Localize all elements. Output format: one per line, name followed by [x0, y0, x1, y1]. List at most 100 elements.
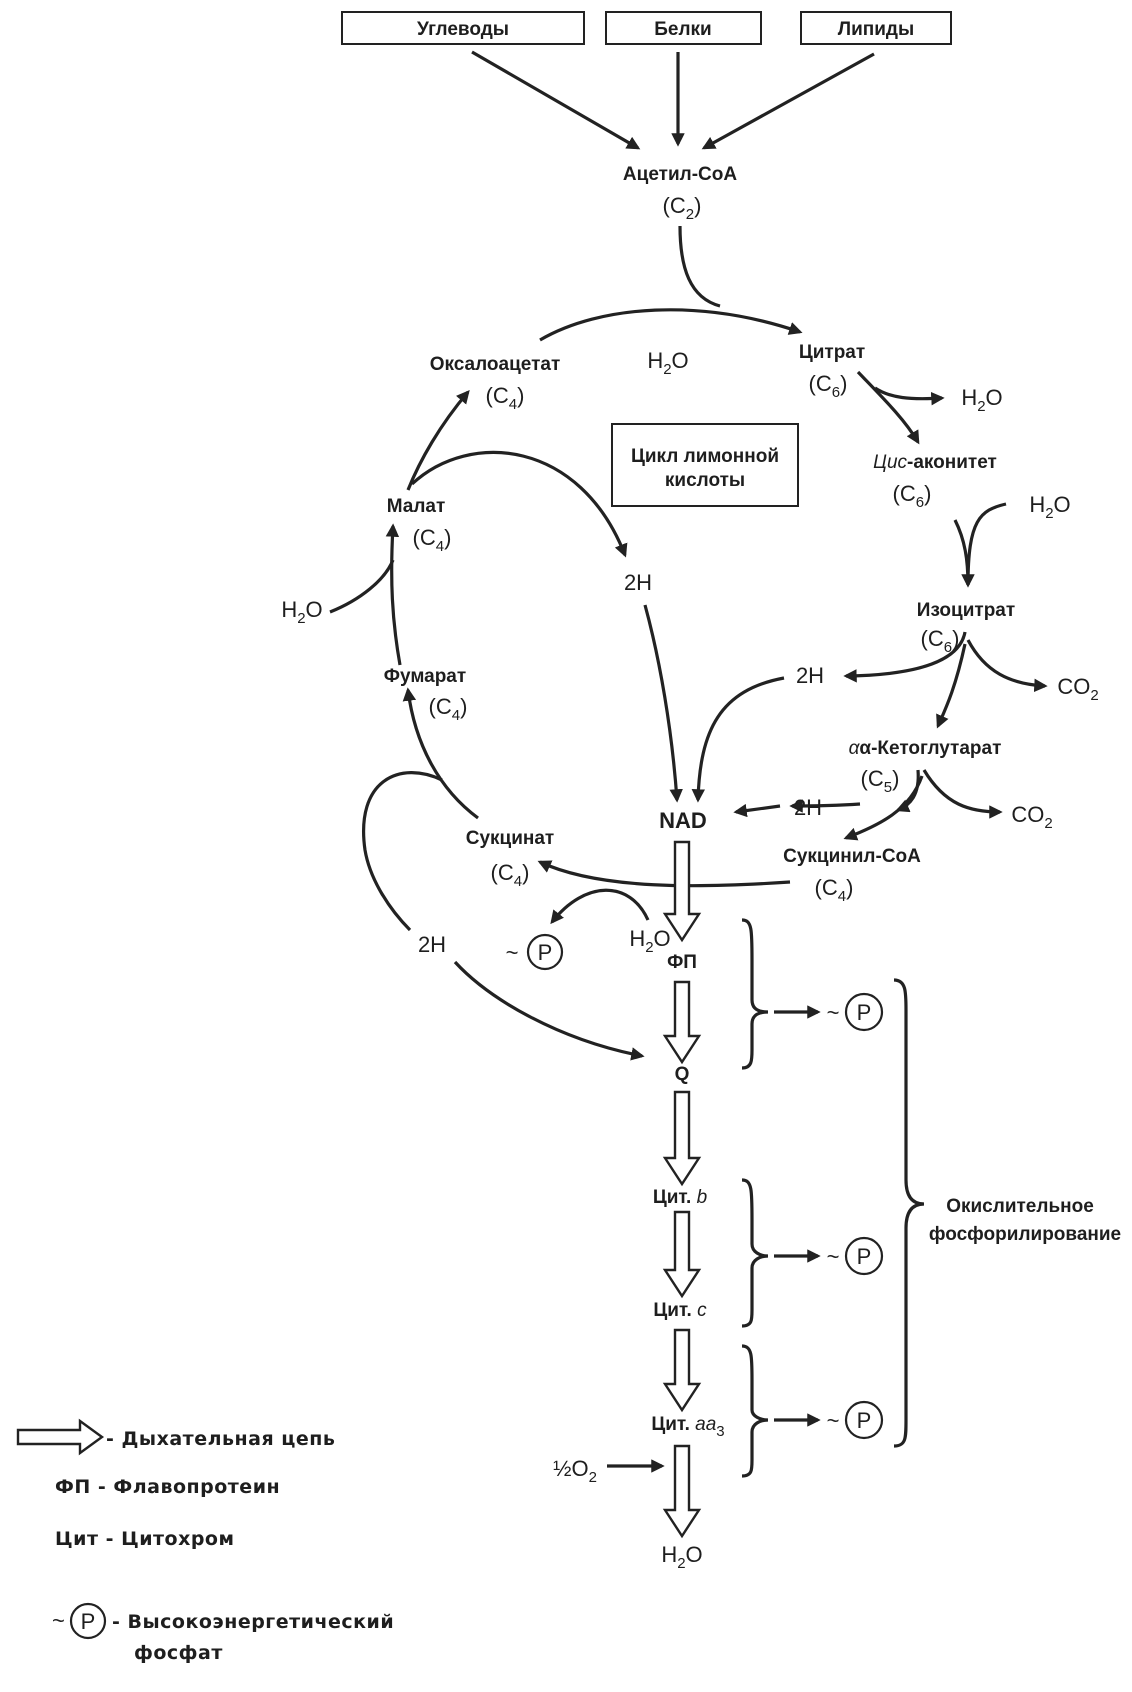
fumarate-carbon: (C4)	[429, 694, 468, 724]
source-carbohydrates-label: Углеводы	[417, 19, 509, 40]
svg-text:P: P	[857, 1000, 872, 1025]
succinate-2h-loop	[362, 771, 443, 932]
arc-succinate-to-fumarate	[402, 687, 479, 820]
chain-arrow-cytc-cytaa3	[662, 1328, 702, 1413]
atp-site1: ~ P	[827, 992, 884, 1032]
citrate-carbon: (C6)	[809, 371, 848, 401]
brace-site2	[741, 1178, 769, 1328]
chain-arrow-cytb-cytc	[662, 1210, 702, 1299]
brace-oxphos	[893, 978, 925, 1448]
legend: - Дыхательная цепь ФП - Флавопротеин Цит…	[16, 1418, 394, 1664]
2h-malate: 2H	[624, 570, 652, 595]
isocitrate-label: Изоцитрат	[917, 600, 1015, 621]
arrow-h2o-into-malate	[329, 559, 395, 614]
svg-text:P: P	[538, 940, 553, 965]
chain-arrow-nad-fp	[662, 840, 702, 943]
co2-akg: CO2	[1011, 802, 1052, 832]
cis-aconitate-carbon: (C6)	[893, 481, 932, 511]
source-carbohydrates: Углеводы	[341, 11, 585, 45]
arrow-h2o-into-isocitrate	[961, 502, 1007, 588]
fumarate-label: Фумарат	[384, 666, 466, 687]
chain-arrow-cytaa3-water	[662, 1444, 702, 1539]
cyt-aa3-label: Цит. aa3	[651, 1414, 724, 1440]
h2o-fumarase: H2O	[281, 597, 322, 627]
arrow-2h-to-q	[453, 960, 645, 1061]
arrow-akg-to-2h	[789, 799, 861, 813]
svg-text:фосфат: фосфат	[134, 1642, 223, 1664]
nad-label: NAD	[659, 808, 707, 833]
svg-text:P: P	[857, 1244, 872, 1269]
arrow-lipids-to-acetylcoa	[701, 52, 875, 150]
svg-text:- Высокоэнергетический: - Высокоэнергетический	[112, 1611, 394, 1633]
svg-text:- Дыхательная цепь: - Дыхательная цепь	[106, 1428, 335, 1450]
svg-text:Цикл лимонной: Цикл лимонной	[631, 446, 779, 467]
brace-site1	[741, 918, 769, 1070]
cyt-b-label: Цит. b	[653, 1187, 707, 1208]
arrow-isocitrate-to-akg	[936, 643, 967, 729]
arrow-akg-to-co2	[922, 769, 1003, 819]
succinyl-coa-carbon: (C4)	[815, 875, 854, 905]
malate-label: Малат	[387, 496, 446, 517]
respiratory-chain-arrows	[662, 840, 702, 1539]
source-lipids-label: Липиды	[838, 19, 914, 40]
co2-isocitrate: CO2	[1057, 674, 1098, 704]
alpha-kg-label: αα-Кетоглутарат	[849, 738, 1002, 759]
hollow-arrow-icon	[16, 1418, 105, 1456]
legend-cyt: Цит - Цитохром	[55, 1528, 235, 1550]
q-label: Q	[675, 1064, 690, 1085]
oxaloacetate-carbon: (C4)	[486, 383, 525, 413]
ox-phos-label-1: Окислительное	[946, 1196, 1094, 1217]
phosphate-circle-icon	[69, 1602, 107, 1640]
arrow-h2o-out-citrate	[874, 386, 945, 406]
svg-text:~: ~	[827, 1000, 840, 1025]
svg-text:~: ~	[506, 940, 519, 965]
arc-succinylcoa-to-succinate	[537, 860, 791, 888]
succinate-carbon: (C4)	[491, 860, 530, 890]
h2o-condensation: H2O	[647, 348, 688, 378]
cis-aconitate-label: Цис-аконитет	[873, 452, 997, 473]
arrow-malate-2h	[410, 450, 628, 558]
fp-label: ФП	[667, 952, 697, 973]
arc-oxaloacetate-to-citrate	[539, 308, 803, 342]
citrate-label: Цитрат	[799, 342, 865, 363]
source-proteins: Белки	[605, 11, 762, 45]
source-proteins-label: Белки	[654, 19, 711, 40]
legend-resp-chain: - Дыхательная цепь	[16, 1418, 335, 1456]
legend-high-energy-phosphate: ~ P - Высокоэнергетический фосфат	[52, 1602, 394, 1664]
h2o-citrate: H2O	[961, 385, 1002, 415]
2h-succinate: 2H	[418, 932, 446, 957]
arrow-cisaconitate-to-isocitrate	[953, 519, 970, 586]
arc-malate-to-oxaloacetate	[406, 389, 470, 491]
legend-fp: ФП - Флавопротеин	[55, 1476, 280, 1498]
2h-akg: 2H	[794, 795, 822, 820]
succinate-label: Сукцинат	[466, 828, 555, 849]
arrow-isocitrate-to-co2	[966, 639, 1048, 693]
atp-site3: ~ P	[827, 1400, 884, 1440]
oxaloacetate-label: Оксалоацетат	[430, 354, 561, 375]
source-lipids: Липиды	[800, 11, 952, 45]
high-energy-phosphate-substrate: ~ P	[506, 933, 564, 971]
brace-site3	[741, 1344, 769, 1478]
arrow-carbs-to-acetylcoa	[471, 50, 641, 150]
citric-acid-cycle-box: Цикл лимонной кислоты	[611, 423, 799, 507]
svg-text:~: ~	[52, 1608, 65, 1633]
malate-carbon: (C4)	[413, 525, 452, 555]
arrow-2h-malate-to-nad	[643, 604, 683, 803]
acetyl-coa-label: Ацетил-CoA	[623, 164, 737, 185]
svg-text:кислоты: кислоты	[665, 470, 745, 491]
succinyl-coa-label: Сукцинил-CoA	[783, 846, 921, 867]
svg-text:~: ~	[827, 1244, 840, 1269]
chain-arrow-fp-q	[662, 980, 702, 1065]
water-product: H2O	[661, 1542, 702, 1572]
half-o2-label: ½O2	[553, 1456, 597, 1486]
h2o-aconitase: H2O	[1029, 492, 1070, 522]
arrow-2h-isocitrate-to-nad	[691, 676, 785, 803]
ox-phos-label-2: фосфорилирование	[929, 1224, 1121, 1245]
cyt-c-label: Цит. c	[653, 1300, 707, 1321]
svg-text:P: P	[857, 1408, 872, 1433]
2h-isocitrate: 2H	[796, 663, 824, 688]
arrow-isocitrate-to-2h	[843, 631, 967, 683]
arc-fumarate-to-malate	[385, 523, 402, 666]
